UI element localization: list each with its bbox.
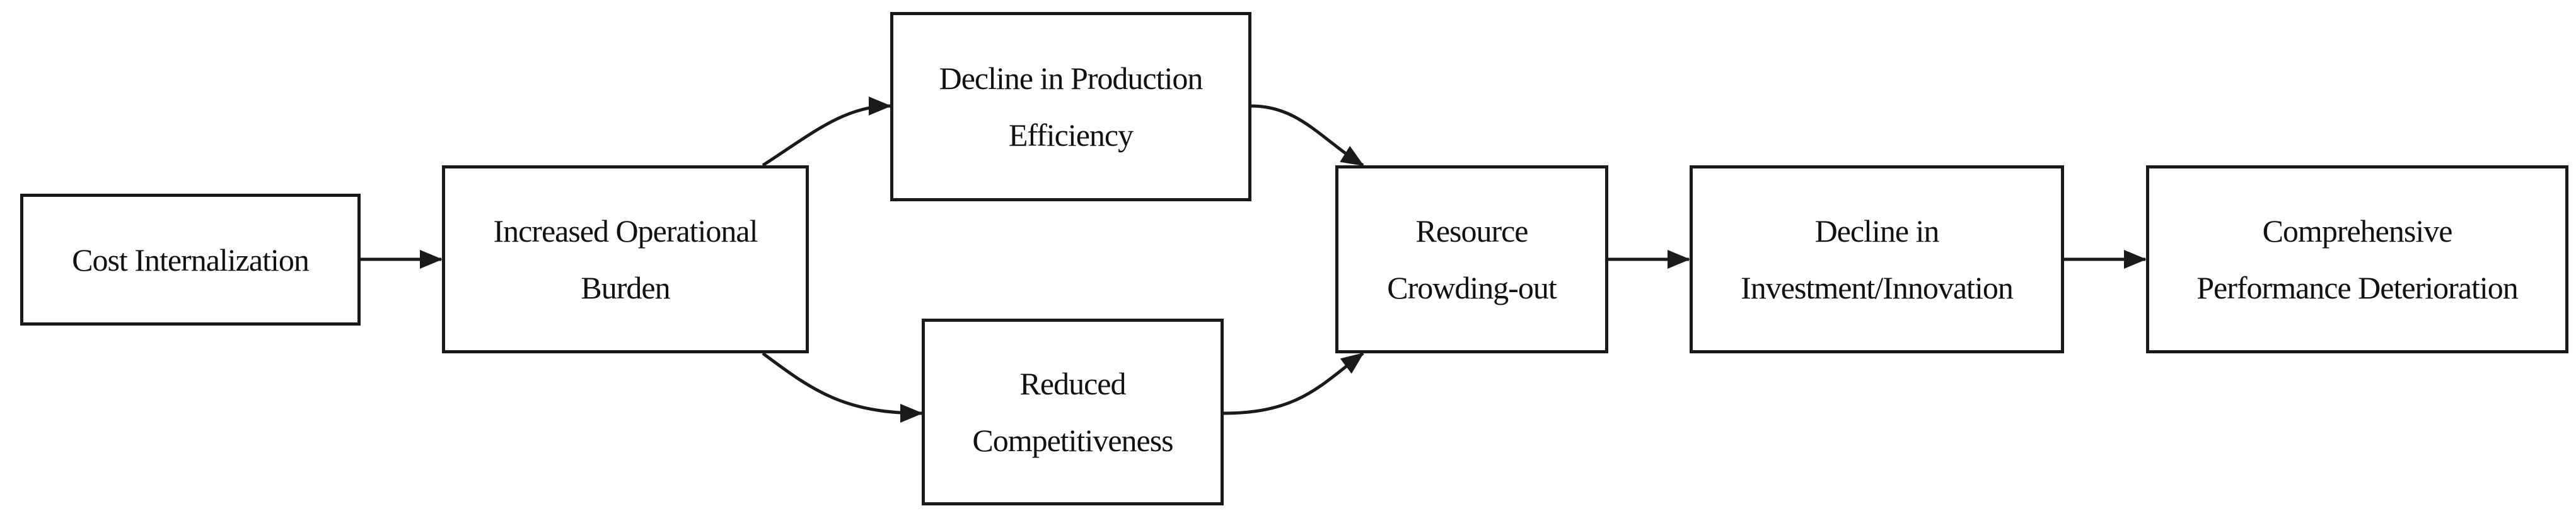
node-decline-in-production-efficiency: Decline in Production Efficiency <box>890 12 1251 201</box>
node-label: Reduced Competitiveness <box>972 366 1173 458</box>
arrow-burden-to-efficiency <box>762 97 891 167</box>
node-label: Decline in Investment/Innovation <box>1741 213 2014 305</box>
node-increased-operational-burden: Increased Operational Burden <box>442 165 809 353</box>
node-cost-internalization: Cost Internalization <box>20 194 361 326</box>
node-decline-in-investment-innovation: Decline in Investment/Innovation <box>1690 165 2064 353</box>
arrow-competitive-to-crowding <box>1223 351 1364 415</box>
node-label: Comprehensive Performance Deterioration <box>2196 213 2518 305</box>
arrow-burden-to-competitive <box>762 351 923 423</box>
node-resource-crowding-out: Resource Crowding-out <box>1335 165 1608 353</box>
node-label: Cost Internalization <box>72 242 310 278</box>
node-label: Increased Operational Burden <box>493 213 758 305</box>
node-label: Decline in Production Efficiency <box>939 61 1204 153</box>
node-comprehensive-performance-deterioration: Comprehensive Performance Deterioration <box>2146 165 2568 353</box>
node-reduced-competitiveness: Reduced Competitiveness <box>922 319 1224 505</box>
node-label: Resource Crowding-out <box>1387 213 1557 305</box>
arrow-efficiency-to-crowding <box>1251 104 1364 167</box>
